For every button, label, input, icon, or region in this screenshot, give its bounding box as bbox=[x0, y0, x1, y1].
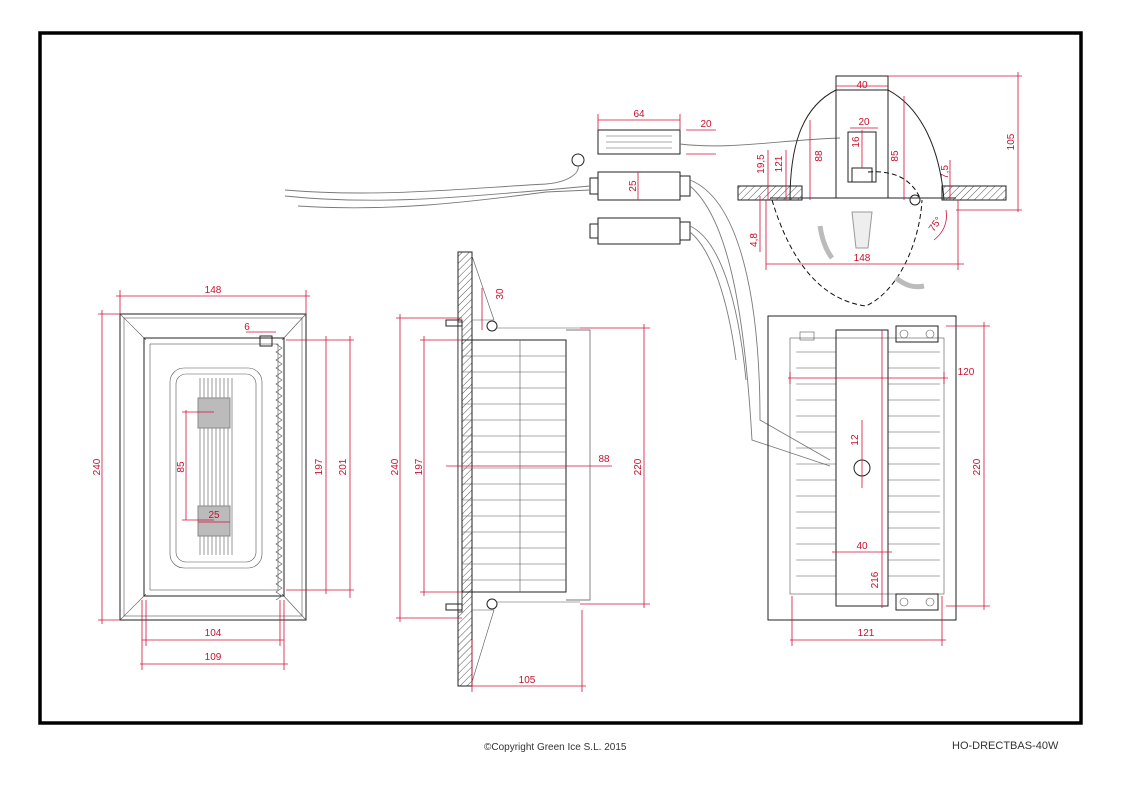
dim-front-bottom-1: 104 bbox=[205, 628, 222, 639]
dim-side-inner: 197 bbox=[414, 458, 425, 475]
side-view: 30 240 197 88 220 105 bbox=[390, 251, 650, 692]
dim-top-side-88: 88 bbox=[814, 150, 825, 162]
led-chip-top bbox=[197, 397, 231, 429]
dim-front-height: 240 bbox=[92, 458, 103, 475]
dim-front-small: 6 bbox=[244, 322, 250, 333]
dim-top-side-121: 121 bbox=[774, 155, 785, 172]
front-view: 148 240 6 197 201 104 109 85 25 bbox=[92, 285, 354, 670]
dim-top-width: 40 bbox=[856, 80, 868, 91]
dim-side-height: 240 bbox=[390, 458, 401, 475]
dim-front-led-size: 25 bbox=[208, 510, 220, 521]
model-code: HO-DRECTBAS-40W bbox=[952, 740, 1059, 752]
dim-back-height: 220 bbox=[972, 458, 983, 475]
dim-top-side-left: 19,5 bbox=[756, 154, 767, 174]
ceiling-right bbox=[941, 185, 1007, 201]
dim-back-hole: 12 bbox=[850, 434, 861, 446]
led-chip-bottom bbox=[197, 505, 231, 537]
front-clip bbox=[259, 335, 273, 347]
dim-top-span: 148 bbox=[854, 253, 871, 264]
dim-side-depth-total: 105 bbox=[519, 675, 536, 686]
dim-back-bar-width: 40 bbox=[856, 541, 868, 552]
dim-top-ceiling: 4,8 bbox=[749, 233, 760, 247]
copyright-text: ©Copyright Green Ice S.L. 2015 bbox=[484, 742, 627, 753]
dim-front-inner-2: 201 bbox=[338, 458, 349, 475]
dim-front-width: 148 bbox=[205, 285, 222, 296]
driver-middle bbox=[597, 171, 681, 201]
top-section-view: 40 20 16 19,5 121 88 85 7,5 105 4,8 148 … bbox=[737, 72, 1022, 307]
dim-back-bottom: 121 bbox=[858, 628, 875, 639]
dim-side-body: 220 bbox=[633, 458, 644, 475]
dim-driver-mid: 25 bbox=[628, 180, 639, 192]
dim-top-right: 7,5 bbox=[940, 165, 951, 179]
dim-driver-height: 20 bbox=[700, 119, 712, 130]
back-fins bbox=[796, 351, 940, 577]
dim-front-inner-1: 197 bbox=[314, 458, 325, 475]
dim-front-led-spacing: 85 bbox=[176, 461, 187, 473]
dim-top-small: 16 bbox=[851, 136, 862, 148]
dim-front-bottom-2: 109 bbox=[205, 652, 222, 663]
drawing-frame bbox=[38, 31, 1083, 725]
driver-top bbox=[597, 129, 681, 155]
dim-back-width: 120 bbox=[958, 367, 975, 378]
dim-top-inner: 20 bbox=[858, 117, 870, 128]
dim-side-flange: 30 bbox=[495, 288, 506, 300]
dim-back-bar-height: 216 bbox=[870, 571, 881, 588]
dim-side-depth-mid: 88 bbox=[598, 454, 610, 465]
ground-ring bbox=[571, 153, 585, 167]
mounting-bar bbox=[835, 329, 889, 607]
back-view: 120 220 12 40 216 121 bbox=[767, 315, 990, 646]
dim-top-total: 105 bbox=[1006, 133, 1017, 150]
driver-assembly: 64 20 25 bbox=[284, 109, 841, 467]
dim-top-side-85: 85 bbox=[890, 150, 901, 162]
dim-driver-length: 64 bbox=[633, 109, 645, 120]
driver-bottom bbox=[597, 217, 681, 245]
